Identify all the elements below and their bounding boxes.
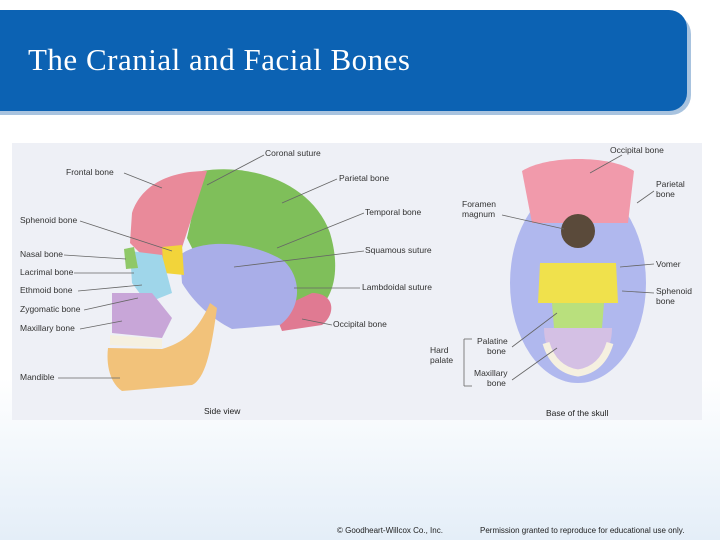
mandible-shape [107,303,217,391]
label-lambdoidal-suture: Lambdoidal suture [362,282,432,292]
skull-illustration: Frontal bone Coronal suture Parietal bon… [20,145,692,418]
label-maxillary-bone: Maxillary bone [20,323,75,333]
base-sphenoid-shape [538,263,618,303]
label-vomer: Vomer [656,259,681,269]
foramen-magnum-shape [561,214,595,248]
upper-teeth-shape [110,335,162,348]
label-base-parietal-line1: Parietal [656,179,685,189]
base-leader-lines [463,154,655,387]
skull-figure: Frontal bone Coronal suture Parietal bon… [12,143,702,420]
label-sphenoid-bone: Sphenoid bone [20,215,77,225]
label-occipital-bone: Occipital bone [333,319,387,329]
frontal-bone-shape [130,171,207,265]
base-teeth-shape [542,341,614,377]
label-palatine-line1: Palatine [477,336,508,346]
label-base-sphenoid-line1: Sphenoid [656,286,692,296]
label-base-parietal-line2: bone [656,189,675,199]
label-palatine-line2: bone [487,346,506,356]
slide-title: The Cranial and Facial Bones [28,42,411,77]
maxilla-shape [112,293,172,338]
label-lacrimal-bone: Lacrimal bone [20,267,74,277]
label-parietal-bone: Parietal bone [339,173,389,183]
label-base-occipital-bone: Occipital bone [610,145,664,155]
footer-permission: Permission granted to reproduce for educ… [480,526,685,535]
base-view-skull [510,159,646,383]
label-squamous-suture: Squamous suture [365,245,432,255]
nasal-bone-shape [124,247,138,269]
base-palatine-shape [552,303,604,328]
label-base-maxillary-line1: Maxillary [474,368,508,378]
label-coronal-suture: Coronal suture [265,148,321,158]
side-leader-lines [58,154,365,379]
label-ethmoid-bone: Ethmoid bone [20,285,73,295]
label-mandible: Mandible [20,372,55,382]
title-banner [0,10,687,111]
zygomatic-bone-shape [130,251,172,303]
label-foramen-line1: Foramen [462,199,496,209]
label-base-sphenoid-line2: bone [656,296,675,306]
label-hard-palate-line2: palate [430,355,453,365]
label-base-maxillary-line2: bone [487,378,506,388]
caption-side-view: Side view [204,406,241,416]
footer-copyright: © Goodheart-Willcox Co., Inc. [337,526,443,535]
label-hard-palate-line1: Hard [430,345,449,355]
occipital-bone-shape [274,293,332,331]
label-foramen-line2: magnum [462,209,495,219]
side-view-skull [107,169,336,391]
base-occipital-shape [522,159,634,223]
label-nasal-bone: Nasal bone [20,249,63,259]
caption-base-of-skull: Base of the skull [546,408,608,418]
label-temporal-bone: Temporal bone [365,207,422,217]
label-frontal-bone: Frontal bone [66,167,114,177]
sphenoid-bone-shape [162,245,184,275]
label-zygomatic-bone: Zygomatic bone [20,304,81,314]
